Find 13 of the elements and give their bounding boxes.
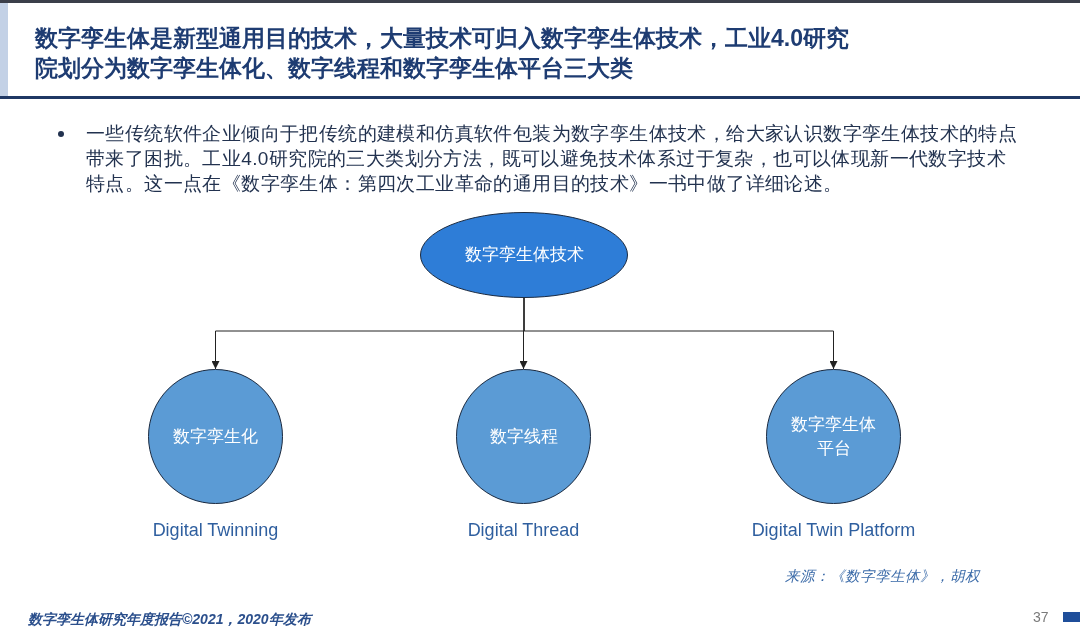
node-label: 数字孪生体技术: [464, 244, 584, 266]
node-label: 数字线程: [489, 425, 558, 448]
connector-arrow: [523, 297, 838, 370]
footer-text: 数字孪生体研究年度报告©2021，2020年发布: [28, 610, 311, 629]
source-note: 来源：《数字孪生体》，胡权: [785, 567, 980, 586]
slide-title: 数字孪生体是新型通用目的技术，大量技术可归入数字孪生体技术，工业4.0研究院划分为数字孪生体化、数字线程和数字孪生体平台三大类: [35, 24, 850, 83]
page-number: 37: [1033, 608, 1049, 626]
caption-text: Digital Twinning: [151, 519, 280, 542]
node-label: 数字孪生化: [173, 425, 258, 448]
bullet-text: 一些传统软件企业倾向于把传统的建模和仿真软件包装为数字孪生体技术，给大家认识数字孪生体技术的特点带来了困扰。工业4.0研究院的三大类划分方法，既可以避免技术体系过于复杂，也可以体现新一代数字技术特点。这一点在《数字孪生体：第四次工业革命的通用目的技术》一书中做了详细论述。: [86, 122, 1019, 196]
caption-text: Digital Twin Platform: [750, 519, 917, 542]
caption-text: Digital Thread: [466, 519, 581, 542]
node-label: 数字孪生体平台: [790, 413, 877, 460]
